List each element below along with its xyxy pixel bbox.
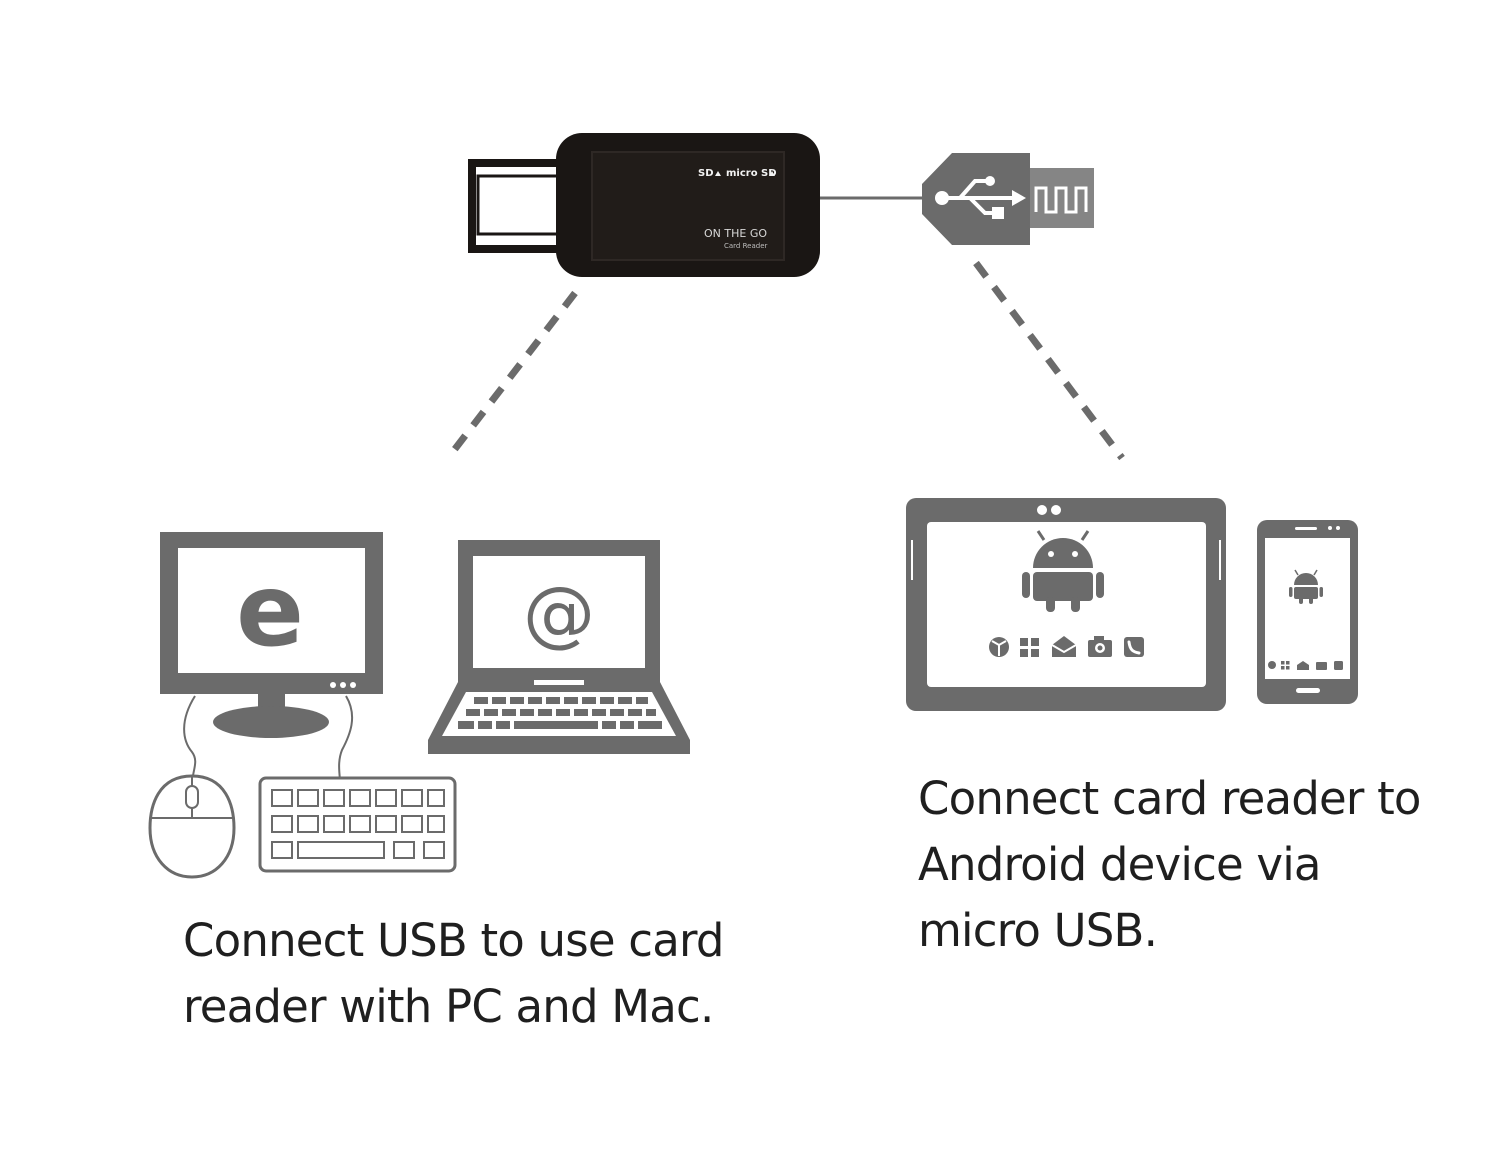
usb-icon <box>935 176 1026 219</box>
android-icon <box>1289 569 1323 604</box>
phone-icon <box>1334 661 1343 670</box>
caption-android-line-3: micro USB. <box>918 904 1158 957</box>
android-icon <box>1022 530 1104 612</box>
apps-grid-icon <box>1020 638 1039 657</box>
phone-home-bar <box>1296 688 1320 693</box>
caption-android-line-1: Connect card reader to <box>918 772 1421 825</box>
slot-label-sd: SD <box>698 168 714 179</box>
dashed-line-to-android <box>973 260 1125 461</box>
android-phone <box>1257 520 1358 704</box>
tablet-camera-1 <box>1037 505 1047 515</box>
laptop-keys <box>458 697 662 729</box>
mouse-cable <box>183 695 197 777</box>
browser-icon <box>989 637 1009 657</box>
caption-android: Connect card reader to Android device vi… <box>918 766 1421 964</box>
camera-icon <box>1316 662 1327 670</box>
dashed-line-to-pc <box>445 290 578 461</box>
phone-camera <box>1328 526 1332 530</box>
brand-subtitle: Card Reader <box>724 242 767 250</box>
mail-icon <box>1051 636 1077 657</box>
tablet-dock <box>989 636 1144 657</box>
slot-label-micro-sd: micro SD <box>726 168 777 179</box>
caption-pc-line-1: Connect USB to use card <box>183 914 724 967</box>
caption-pc: Connect USB to use card reader with PC a… <box>183 908 724 1040</box>
laptop-screen <box>473 556 645 668</box>
monitor-light-1 <box>330 682 336 688</box>
micro-usb-plug <box>922 153 1094 245</box>
mouse-icon <box>148 774 236 879</box>
desktop-computer: e <box>148 532 457 879</box>
monitor-base <box>213 706 329 738</box>
caption-android-line-2: Android device via <box>918 838 1322 891</box>
caption-pc-line-2: reader with PC and Mac. <box>183 980 714 1033</box>
browser-letter: e <box>236 552 304 669</box>
brand-label: ON THE GO <box>704 227 767 240</box>
phone-sensor <box>1336 526 1340 530</box>
keyboard-cable <box>338 695 354 781</box>
monitor-light-2 <box>340 682 346 688</box>
laptop-computer: @ <box>428 540 690 754</box>
slot-arrow-sd-icon <box>715 171 721 176</box>
tablet-camera-2 <box>1051 505 1061 515</box>
monitor-screen <box>178 548 365 673</box>
camera-icon <box>1088 636 1112 657</box>
mail-icon <box>1297 661 1309 670</box>
monitor-light-3 <box>350 682 356 688</box>
phone-speaker <box>1295 527 1317 530</box>
micro-usb-connector <box>1030 168 1094 228</box>
slot-arrow-micro-sd-icon <box>769 171 775 176</box>
card-reader: SD micro SD ON THE GO Card Reader <box>468 133 930 277</box>
keyboard-icon <box>258 776 457 873</box>
phone-dock <box>1268 661 1343 670</box>
phone-screen <box>1265 538 1350 679</box>
apps-grid-icon <box>1281 661 1290 670</box>
laptop-trackpad-slot <box>534 680 584 685</box>
android-tablet <box>906 498 1226 711</box>
card-reader-face <box>591 151 785 261</box>
phone-icon <box>1124 637 1144 657</box>
browser-icon <box>1268 661 1276 669</box>
email-symbol: @ <box>523 571 595 655</box>
micro-usb-pins <box>1034 186 1088 214</box>
